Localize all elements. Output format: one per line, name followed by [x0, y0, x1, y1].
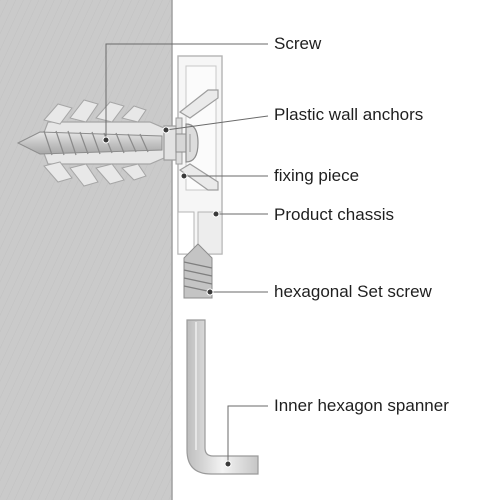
marker-screw: [102, 136, 110, 144]
label-inner-hexagon-spanner: Inner hexagon spanner: [274, 396, 449, 415]
label-fixing-piece: fixing piece: [274, 166, 360, 185]
label-product-chassis: Product chassis: [274, 205, 394, 224]
leader-plastic-wall-anchors: [165, 115, 269, 131]
label-hexagonal-set-screw: hexagonal Set screw: [274, 282, 432, 301]
wall: [0, 0, 173, 500]
leader-screw: [105, 43, 268, 140]
marker-plastic-wall-anchors: [162, 126, 170, 134]
label-plastic-wall-anchors: Plastic wall anchors: [274, 105, 424, 124]
product-chassis: [177, 55, 223, 255]
inner-hexagon-spanner: [186, 319, 259, 475]
marker-product-chassis: [212, 210, 220, 218]
leader-lines: [105, 43, 269, 464]
label-screw: Screw: [274, 34, 322, 53]
marker-hexagonal-set-screw: [206, 288, 214, 296]
leader-inner-hexagon-spanner: [227, 405, 268, 464]
marker-fixing-piece: [180, 172, 188, 180]
hexagonal-set-screw: [183, 243, 213, 299]
marker-inner-hexagon-spanner: [224, 460, 232, 468]
marker-dots: [102, 126, 232, 468]
